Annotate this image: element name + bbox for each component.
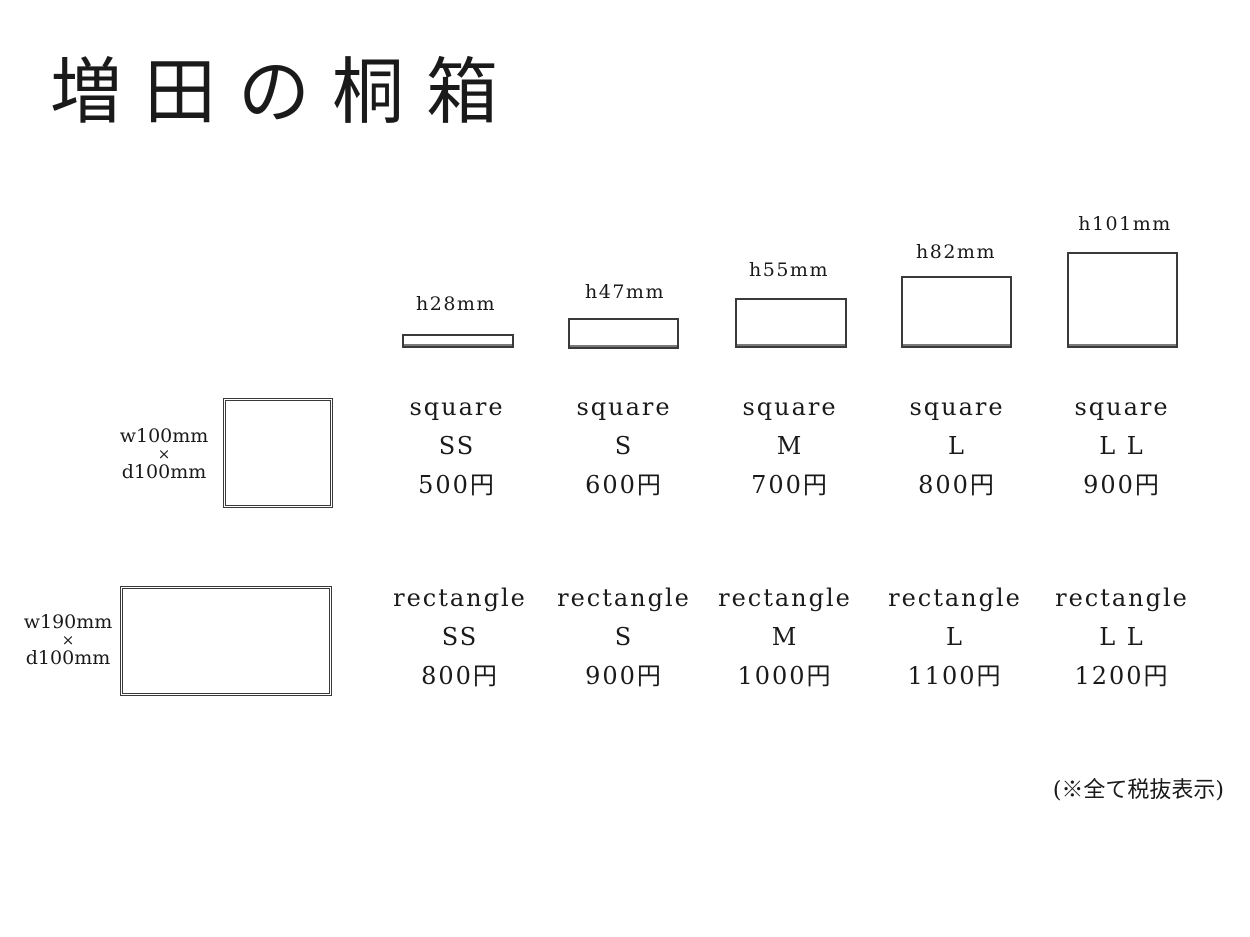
item-price: 600円 [585,471,663,499]
item-type: rectangle [888,584,1022,612]
item-type: square [909,393,1005,421]
box-side-ll [1067,252,1178,348]
item-type: square [409,393,505,421]
item-size: S [614,432,634,460]
square-item-m: square M 700円 [705,388,875,505]
box-side-s [568,318,679,349]
item-type: rectangle [1055,584,1189,612]
square-width: w100mm [119,425,209,447]
page-title: 増田の桐箱 [50,50,521,134]
rectangle-item-ll: rectangle L L 1200円 [1037,579,1207,696]
item-size: L [946,623,964,651]
item-price: 900円 [585,662,663,690]
square-item-ll: square L L 900円 [1037,388,1207,505]
item-type: rectangle [393,584,527,612]
square-top-view [223,398,333,508]
item-size: SS [438,432,476,460]
item-size: M [776,432,804,460]
item-price: 800円 [421,662,499,690]
height-label-ll: h101mm [1078,213,1172,235]
square-item-s: square S 600円 [539,388,709,505]
rectangle-item-s: rectangle S 900円 [539,579,709,696]
item-price: 800円 [918,471,996,499]
rectangle-times: × [61,631,75,649]
height-label-ss: h28mm [416,293,496,315]
square-depth: d100mm [121,461,207,483]
box-side-m [735,298,847,348]
item-type: rectangle [718,584,852,612]
box-side-l [901,276,1012,348]
item-price: 1100円 [907,662,1003,690]
rectangle-top-view [120,586,332,696]
square-item-ss: square SS 500円 [372,388,542,505]
item-size: L L [1099,432,1145,460]
height-label-s: h47mm [585,281,665,303]
box-side-ss [402,334,514,348]
square-dimensions: w100mm × d100mm [110,426,218,482]
square-times: × [157,445,171,463]
rectangle-dimensions: w190mm × d100mm [14,612,122,668]
item-price: 1000円 [737,662,833,690]
item-type: square [576,393,672,421]
rectangle-depth: d100mm [25,647,111,669]
tax-note: (※全て税抜表示) [1052,778,1224,803]
item-type: square [1074,393,1170,421]
item-size: SS [441,623,479,651]
item-size: M [771,623,799,651]
item-price: 700円 [751,471,829,499]
rectangle-item-ss: rectangle SS 800円 [375,579,545,696]
item-price: 500円 [418,471,496,499]
item-size: L [948,432,966,460]
rectangle-width: w190mm [23,611,113,633]
item-price: 900円 [1083,471,1161,499]
height-label-m: h55mm [749,259,829,281]
item-size: S [614,623,634,651]
rectangle-item-l: rectangle L 1100円 [870,579,1040,696]
square-item-l: square L 800円 [872,388,1042,505]
height-label-l: h82mm [916,241,996,263]
item-type: rectangle [557,584,691,612]
rectangle-item-m: rectangle M 1000円 [700,579,870,696]
item-type: square [742,393,838,421]
item-size: L L [1099,623,1145,651]
item-price: 1200円 [1074,662,1170,690]
